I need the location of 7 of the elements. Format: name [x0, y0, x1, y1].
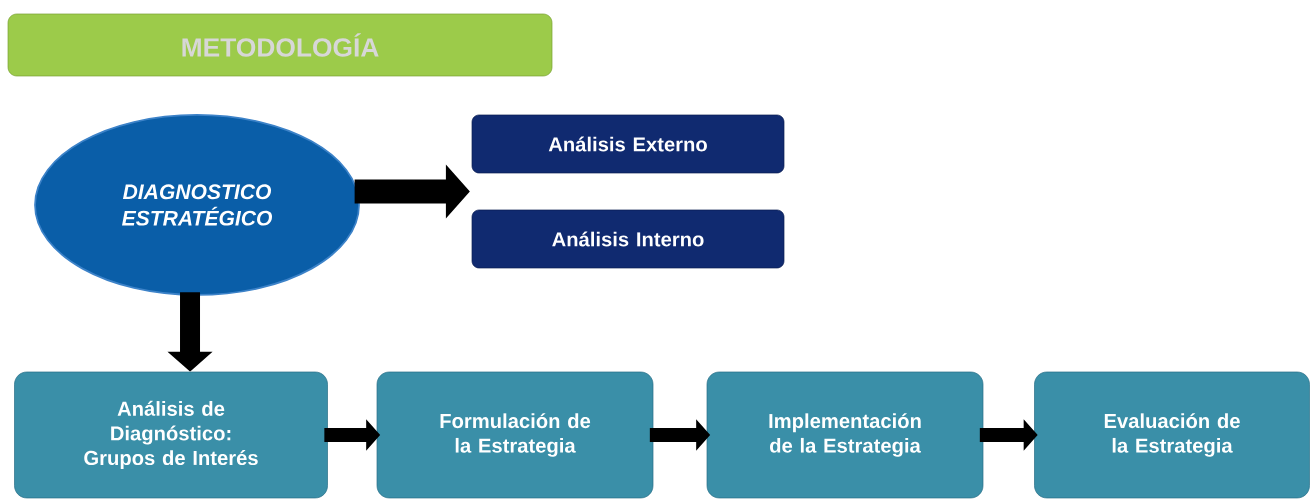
process-box: Análisis Interno	[471, 209, 785, 269]
title-banner: METODOLOGÍA	[7, 13, 553, 77]
process-box: Evaluación de la Estrategia	[1034, 371, 1310, 499]
process-box: Análisis Externo	[471, 114, 785, 174]
process-box: Implementación de la Estrategia	[706, 371, 984, 499]
process-box: Análisis de Diagnóstico: Grupos de Interés	[14, 371, 328, 499]
process-box: Formulación de la Estrategia	[376, 371, 654, 499]
